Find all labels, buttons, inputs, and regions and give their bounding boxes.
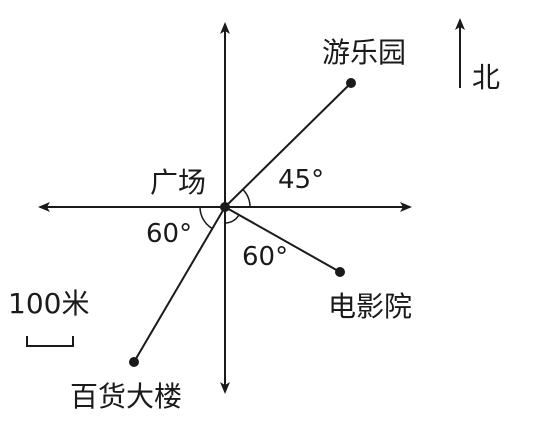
angle-label-department-store: 60° <box>146 219 192 249</box>
ray-cinema <box>224 206 341 273</box>
place-label-cinema: 电影院 <box>328 290 412 323</box>
place-label-department-store: 百货大楼 <box>70 380 182 413</box>
point-cinema <box>335 267 345 277</box>
center-label: 广场 <box>150 166 206 199</box>
center-point <box>220 202 230 212</box>
angle-arc-amusement-park <box>242 188 251 208</box>
point-amusement-park <box>346 78 356 88</box>
ray-department-store <box>133 206 226 363</box>
compass-label: 北 <box>472 61 500 94</box>
scale-label: 100米 <box>8 287 89 320</box>
angle-arc-cinema <box>224 214 240 224</box>
point-department-store <box>129 357 139 367</box>
place-label-amusement-park: 游乐园 <box>322 36 406 69</box>
angle-arc-department-store <box>199 206 213 230</box>
angle-label-cinema: 60° <box>242 242 288 272</box>
ray-amusement-park <box>224 82 352 208</box>
angle-label-amusement-park: 45° <box>278 165 324 195</box>
scale-bar <box>26 336 74 347</box>
